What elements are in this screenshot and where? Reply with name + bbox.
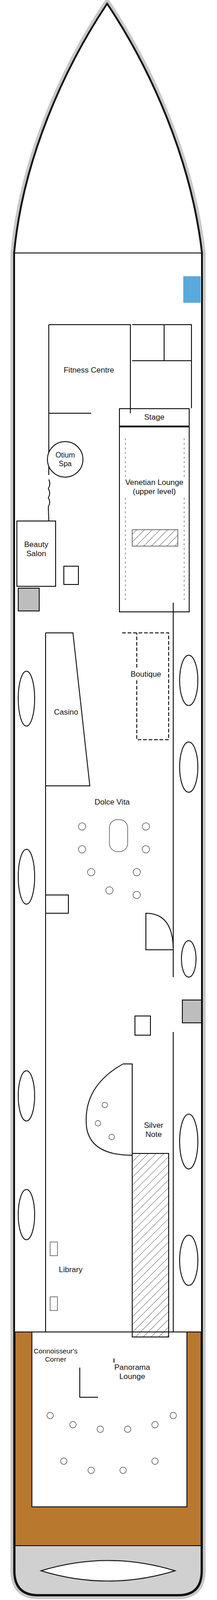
- room-name: Stage: [143, 411, 166, 422]
- room-name: Casino: [53, 706, 80, 717]
- lounge-region: Silver Note: [134, 1116, 173, 1149]
- room-name: Dolce Vita: [93, 795, 131, 806]
- bar-region: Connoisseur's Corner: [32, 1342, 79, 1370]
- lounge-region: Panorama Lounge: [98, 1358, 167, 1386]
- room-name: Beauty Salon: [19, 538, 54, 559]
- room-region: Fitness Centre: [50, 360, 128, 393]
- bar-region: Dolce Vita: [82, 794, 143, 813]
- room-name: Panorama Lounge: [99, 1360, 165, 1380]
- room-name: Boutique: [129, 668, 162, 679]
- room-name: Otium Spa: [49, 449, 81, 468]
- lounge-box: Venetian Lounge (upper level): [118, 425, 190, 612]
- room-name: Venetian Lounge (upper level): [121, 476, 187, 497]
- library-region: Library: [50, 1260, 92, 1278]
- room-name: Connoisseur's Corner: [32, 1344, 79, 1363]
- spa-circle: Otium Spa: [46, 440, 84, 477]
- shop-region: Boutique: [124, 666, 168, 685]
- stage-band: Stage: [118, 407, 190, 426]
- salon-box: Beauty Salon: [16, 519, 57, 586]
- room-name: Silver Note: [136, 1118, 171, 1139]
- room-name: Library: [57, 1262, 84, 1273]
- casino-region: Casino: [46, 704, 86, 723]
- room-name: Fitness Centre: [62, 364, 116, 375]
